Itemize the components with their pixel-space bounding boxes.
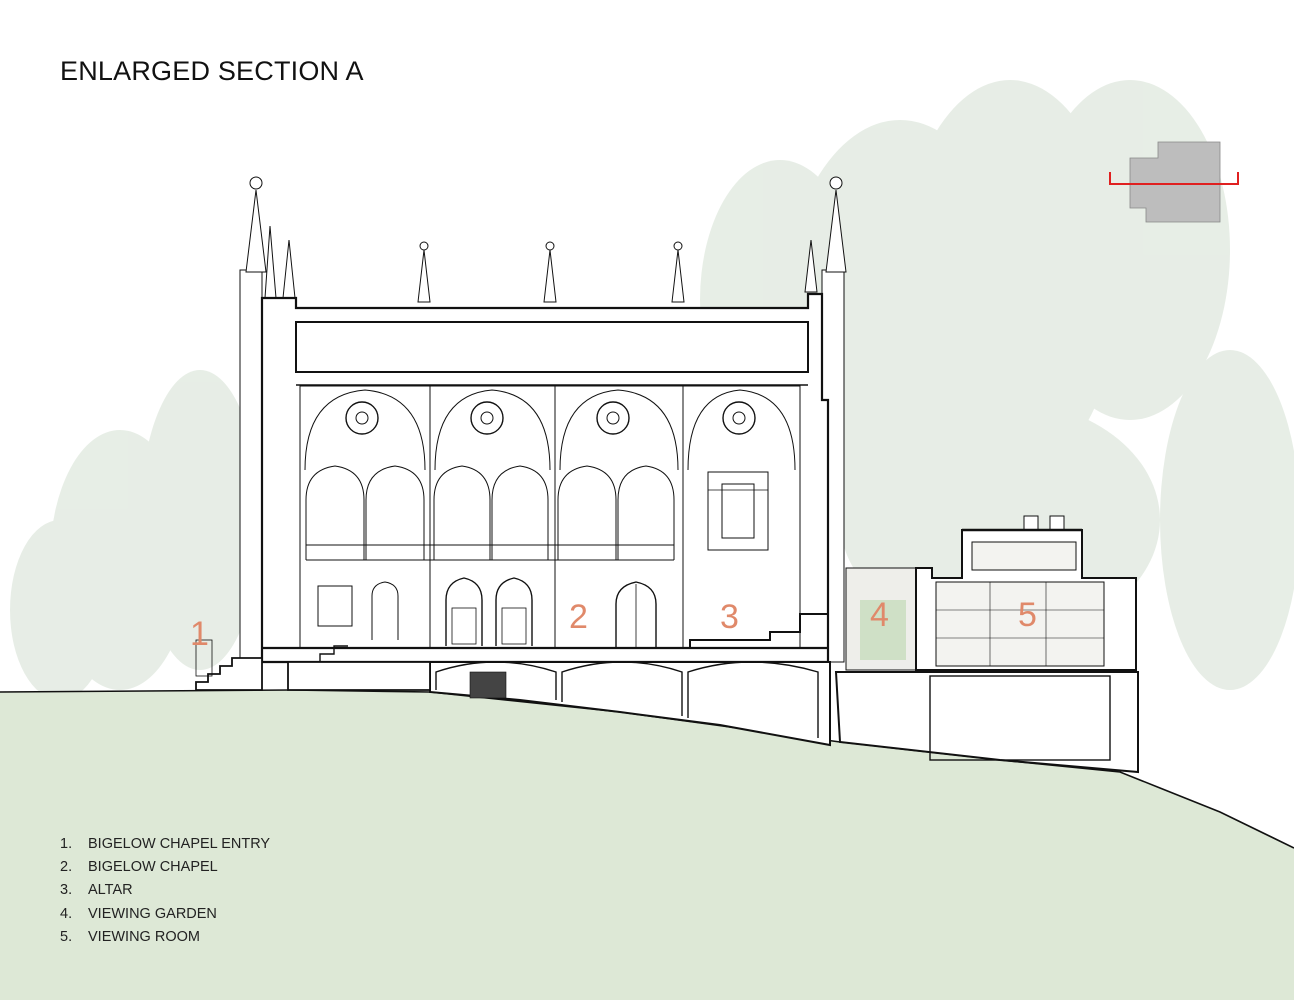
legend: 1. BIGELOW CHAPEL ENTRY 2. BIGELOW CHAPEL … [60, 836, 270, 952]
legend-text: ALTAR [88, 882, 133, 899]
legend-text: BIGELOW CHAPEL [88, 859, 218, 876]
drawing-title: ENLARGED SECTION A [60, 56, 364, 86]
legend-text: VIEWING GARDEN [88, 905, 217, 922]
legend-item: 2. BIGELOW CHAPEL [60, 859, 270, 882]
legend-number: 1. [60, 836, 73, 852]
legend-item: 4. VIEWING GARDEN [60, 906, 270, 929]
legend-item: 5. VIEWING ROOM [60, 929, 270, 952]
label-entry: 1 [190, 615, 209, 653]
ground [0, 688, 1294, 1000]
key-plan [1109, 141, 1239, 223]
legend-text: VIEWING ROOM [88, 928, 200, 945]
legend-item: 1. BIGELOW CHAPEL ENTRY [60, 836, 270, 859]
legend-item: 3. ALTAR [60, 882, 270, 905]
legend-number: 4. [60, 905, 73, 922]
section-cut-marker [1109, 172, 1239, 185]
legend-number: 3. [60, 882, 73, 899]
crypt [429, 661, 831, 747]
viewing-building [834, 515, 1139, 774]
legend-number: 5. [60, 928, 73, 945]
entry-stair [195, 639, 431, 691]
legend-text: BIGELOW CHAPEL ENTRY [88, 836, 271, 852]
legend-number: 2. [60, 859, 73, 876]
label-chapel: 2 [569, 598, 588, 636]
label-viewing-room: 5 [1018, 596, 1037, 634]
label-garden: 4 [870, 596, 889, 634]
label-altar: 3 [720, 598, 739, 636]
